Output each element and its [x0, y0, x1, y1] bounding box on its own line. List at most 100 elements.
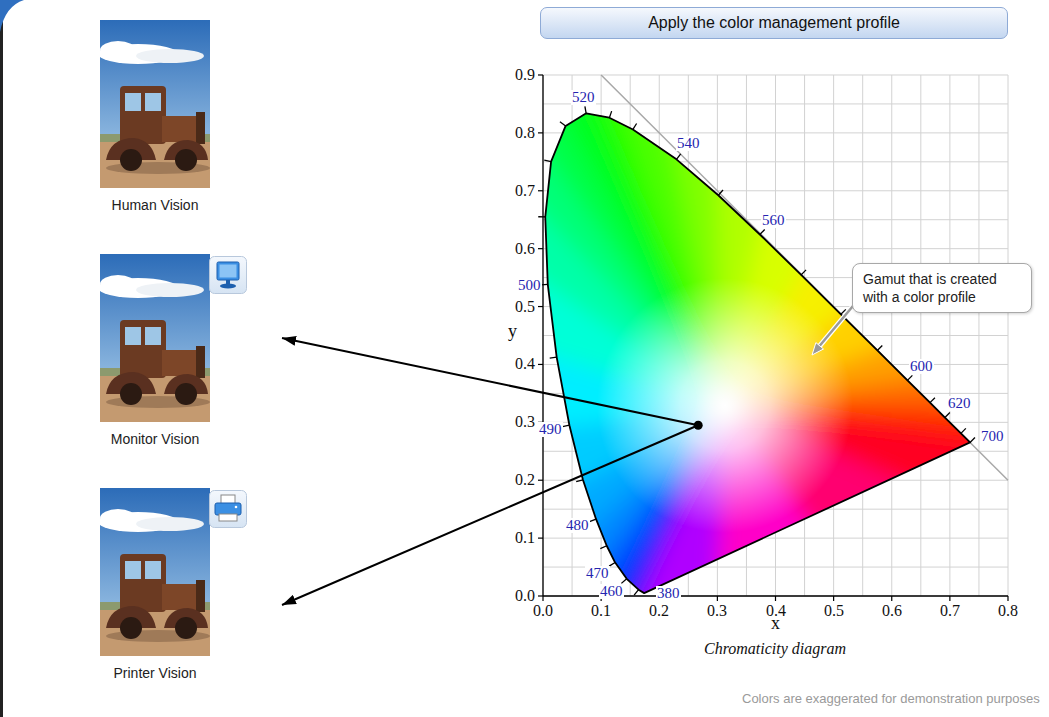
wavelength-label: 600 [909, 359, 934, 374]
wavelength-tick [633, 124, 637, 130]
tick-label: 0.2 [515, 472, 535, 488]
axis-tick [538, 132, 543, 133]
image-panel: Human Vision [92, 18, 218, 218]
tick-label: 0.3 [515, 414, 535, 430]
wavelength-tick [544, 160, 551, 162]
wavelength-tick [907, 375, 912, 380]
axis-tick [717, 596, 718, 601]
axis-tick [538, 364, 543, 365]
axis-tick [538, 306, 543, 307]
axis-label: y [508, 322, 517, 340]
wavelength-label: 700 [980, 429, 1005, 444]
wavelength-tick [877, 345, 882, 350]
wavelength-label: 460 [599, 584, 624, 599]
tick-label: 0.2 [649, 603, 669, 619]
chart-caption: Chromaticity diagram [520, 640, 1030, 658]
wavelength-tick [576, 480, 583, 482]
tick-label: 0.6 [882, 603, 902, 619]
wavelength-tick [961, 428, 966, 433]
arrow-connector [282, 338, 698, 425]
printer-icon [210, 491, 247, 528]
grid-line [543, 75, 544, 596]
white-point-glow [597, 278, 853, 533]
monitor-icon [210, 257, 247, 294]
wavelength-label: 560 [761, 213, 786, 228]
image-panel: Monitor Vision [92, 252, 282, 452]
arrow-connector [282, 425, 698, 605]
tick-label: 0.5 [824, 603, 844, 619]
caption: Human Vision [92, 196, 218, 214]
wavelength-tick [538, 216, 545, 217]
leader-arrowhead [812, 343, 824, 355]
axis-tick [538, 190, 543, 191]
axis-tick [891, 596, 892, 601]
caption: Monitor Vision [92, 430, 218, 448]
wavelength-tick [801, 270, 806, 275]
wavelength-label: 620 [947, 396, 972, 411]
title-box: Apply the color management profile [540, 7, 1008, 39]
grid-line [543, 567, 1008, 568]
tick-label: 0.1 [515, 530, 535, 546]
axis-tick [538, 248, 543, 249]
callout-text: Gamut that is created with a color profi… [863, 270, 1021, 306]
wavelength-tick [585, 106, 586, 113]
tick-label: 0.5 [515, 299, 535, 315]
grid-line [543, 103, 1008, 104]
y-axis [542, 75, 543, 596]
tick-label: 0.0 [515, 588, 535, 604]
axis-tick [775, 596, 776, 601]
slide-corner [0, 0, 24, 32]
wavelength-tick [589, 519, 596, 521]
chromaticity-plot [438, 0, 1049, 706]
grid-line [543, 74, 1008, 75]
gamut-fill [438, 0, 1049, 706]
wavelength-label: 480 [565, 518, 590, 533]
wavelength-tick [550, 357, 557, 358]
wavelength-label: 500 [517, 278, 542, 293]
note: Colors are exaggerated for demonstration… [742, 692, 1040, 705]
tick-label: 0.3 [707, 603, 727, 619]
wavelength-tick [760, 229, 765, 234]
tick-label: 0.8 [998, 603, 1018, 619]
wavelength-tick [930, 398, 935, 403]
wavelength-tick [676, 154, 680, 160]
wavelength-tick [600, 546, 606, 549]
axis-tick [949, 596, 950, 601]
color-fan [438, 0, 1049, 706]
chromaticity-chart [438, 0, 1049, 706]
slide-edge [0, 0, 3, 717]
axis-tick [538, 74, 543, 75]
tick-label: 0.7 [940, 603, 960, 619]
tick-label: 0.8 [515, 125, 535, 141]
photo [98, 20, 210, 188]
tick-label: 0.0 [533, 603, 553, 619]
wavelength-tick [541, 284, 548, 286]
wavelength-tick [621, 579, 626, 584]
wavelength-tick [970, 437, 975, 442]
caption: Printer Vision [92, 664, 218, 682]
wavelength-tick [718, 190, 723, 195]
tick-label: 0.1 [591, 603, 611, 619]
wavelength-tick [560, 122, 566, 126]
wavelength-label: 470 [585, 566, 610, 581]
axis-tick [538, 480, 543, 481]
photo [98, 488, 210, 656]
axis-tick [538, 595, 543, 596]
tick-label: 0.6 [515, 241, 535, 257]
wavelength-label: 520 [571, 90, 596, 105]
wavelength-tick [609, 563, 615, 567]
callout-box: Gamut that is created with a color profi… [852, 263, 1032, 313]
wavelength-tick [563, 425, 570, 426]
axis-tick [542, 596, 543, 601]
photo [98, 254, 210, 422]
axis-label: x [771, 614, 780, 632]
title-text: Apply the color management profile [648, 14, 900, 31]
wavelength-label: 380 [656, 586, 681, 601]
wavelength-label: 540 [676, 136, 701, 151]
wavelength-tick [634, 590, 638, 595]
wavelength-tick [945, 413, 950, 418]
wavelength-label: 490 [538, 422, 563, 437]
axis-tick [1007, 596, 1008, 601]
axis-tick [538, 538, 543, 539]
tick-label: 0.7 [515, 183, 535, 199]
